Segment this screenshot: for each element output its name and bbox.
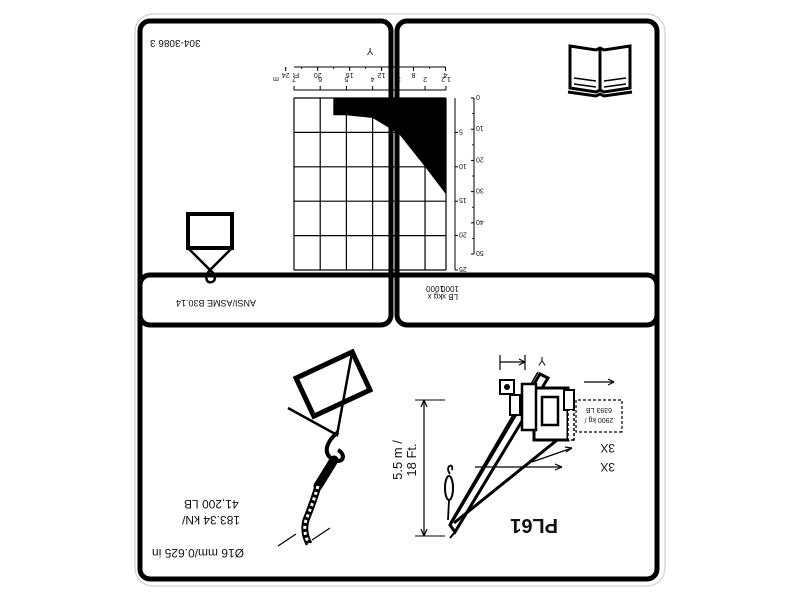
chart-tick-label-m: 4 [371, 75, 375, 82]
callout-upper-line [531, 447, 573, 463]
chart-tick-label-kg: 10 [459, 162, 467, 169]
rope-diameter: Ø16 mm/0.625 in [152, 546, 244, 560]
chart-unit-ft: Ft [293, 71, 299, 78]
chart-tick-label-ft: 24 [282, 71, 290, 78]
chart-tick-label-lb: 40 [476, 218, 484, 225]
chart-tick-label-ft: 8 [411, 71, 415, 78]
chart-unit-kg-line1: kg x [428, 292, 443, 301]
chart-tick-label-lb: 0 [476, 93, 480, 100]
chart-tick-label-ft: 12 [378, 71, 386, 78]
chart-tick-label-m: 2 [423, 75, 427, 82]
panel-crane-frame [394, 18, 660, 328]
callout-lower: 3X [600, 460, 615, 474]
chart-tick-label-m: 6 [318, 75, 322, 82]
standard-text: ANSI/ASME B30.14 [176, 298, 256, 308]
chart-tick-label-kg: 5 [459, 127, 463, 134]
chart-tick-label-kg: 25 [459, 265, 467, 272]
crane-panel: PL61 2900 kg / 6393 LB Y [390, 354, 623, 539]
chart-tick-label-kg: 15 [459, 196, 467, 203]
plate-lb: 6393 LB [586, 406, 612, 413]
part-number: 304-3086 3 [150, 37, 201, 48]
callout-upper: 3X [600, 441, 615, 455]
reach-ext-lines [415, 399, 445, 537]
capacity-plate [575, 399, 623, 433]
chart-tick-label-lb: 20 [476, 155, 484, 162]
reach-ft: 18 Ft. [404, 443, 419, 476]
chart-unit-lb-line1: LB x [442, 292, 458, 301]
rope-capacity-kn: 183.34 kN/ [181, 513, 240, 527]
crane-hook-block [444, 475, 454, 501]
chart-tick-label-m: 3 [397, 75, 401, 82]
model-name: PL61 [510, 514, 558, 536]
reach-m: 5.5 m / [390, 440, 405, 480]
chart-axis-letter: Y [366, 45, 373, 56]
rope-swivel [313, 455, 339, 491]
rope-capacity-lb: 41,200 LB [184, 497, 239, 511]
chart-tick-label-m: 1.2 [441, 75, 451, 82]
load-chart-panel: 304-3086 3 ANSI/ASME B30.14 [150, 37, 256, 308]
chart-unit-lb-line2: 1000 [441, 284, 459, 293]
rope-diameter-markers [277, 527, 331, 547]
manual-book-icon [567, 44, 633, 98]
chart-tick-label-kg: 20 [459, 231, 467, 238]
chart-unit-kg-line2: 1000 [426, 284, 444, 293]
plate-kg: 2900 kg / [585, 416, 614, 423]
crane-base [499, 379, 575, 442]
chart-tick-label-m: 5 [344, 75, 348, 82]
chart-tick-label-m: 7 [292, 75, 296, 82]
panel-rope-frame [137, 18, 394, 328]
chart-tick-label-ft: 20 [314, 71, 322, 78]
chart-load-area [333, 98, 446, 195]
chart-tick-label-lb: 10 [476, 124, 484, 131]
chart-tick-label-ft: 4 [443, 71, 447, 78]
y-dimension-letter: Y [538, 354, 546, 368]
hook-load-icon [186, 212, 234, 284]
rope-panel: 41,200 LB 183.34 kN/ Ø16 mm/0.625 in [152, 348, 374, 560]
chart-tick-label-lb: 30 [476, 187, 484, 194]
chart-tick-label-lb: 50 [476, 249, 484, 256]
chart-unit-m: m [273, 75, 279, 82]
outer-frame [134, 13, 666, 587]
chart-tick-label-ft: 16 [346, 71, 354, 78]
